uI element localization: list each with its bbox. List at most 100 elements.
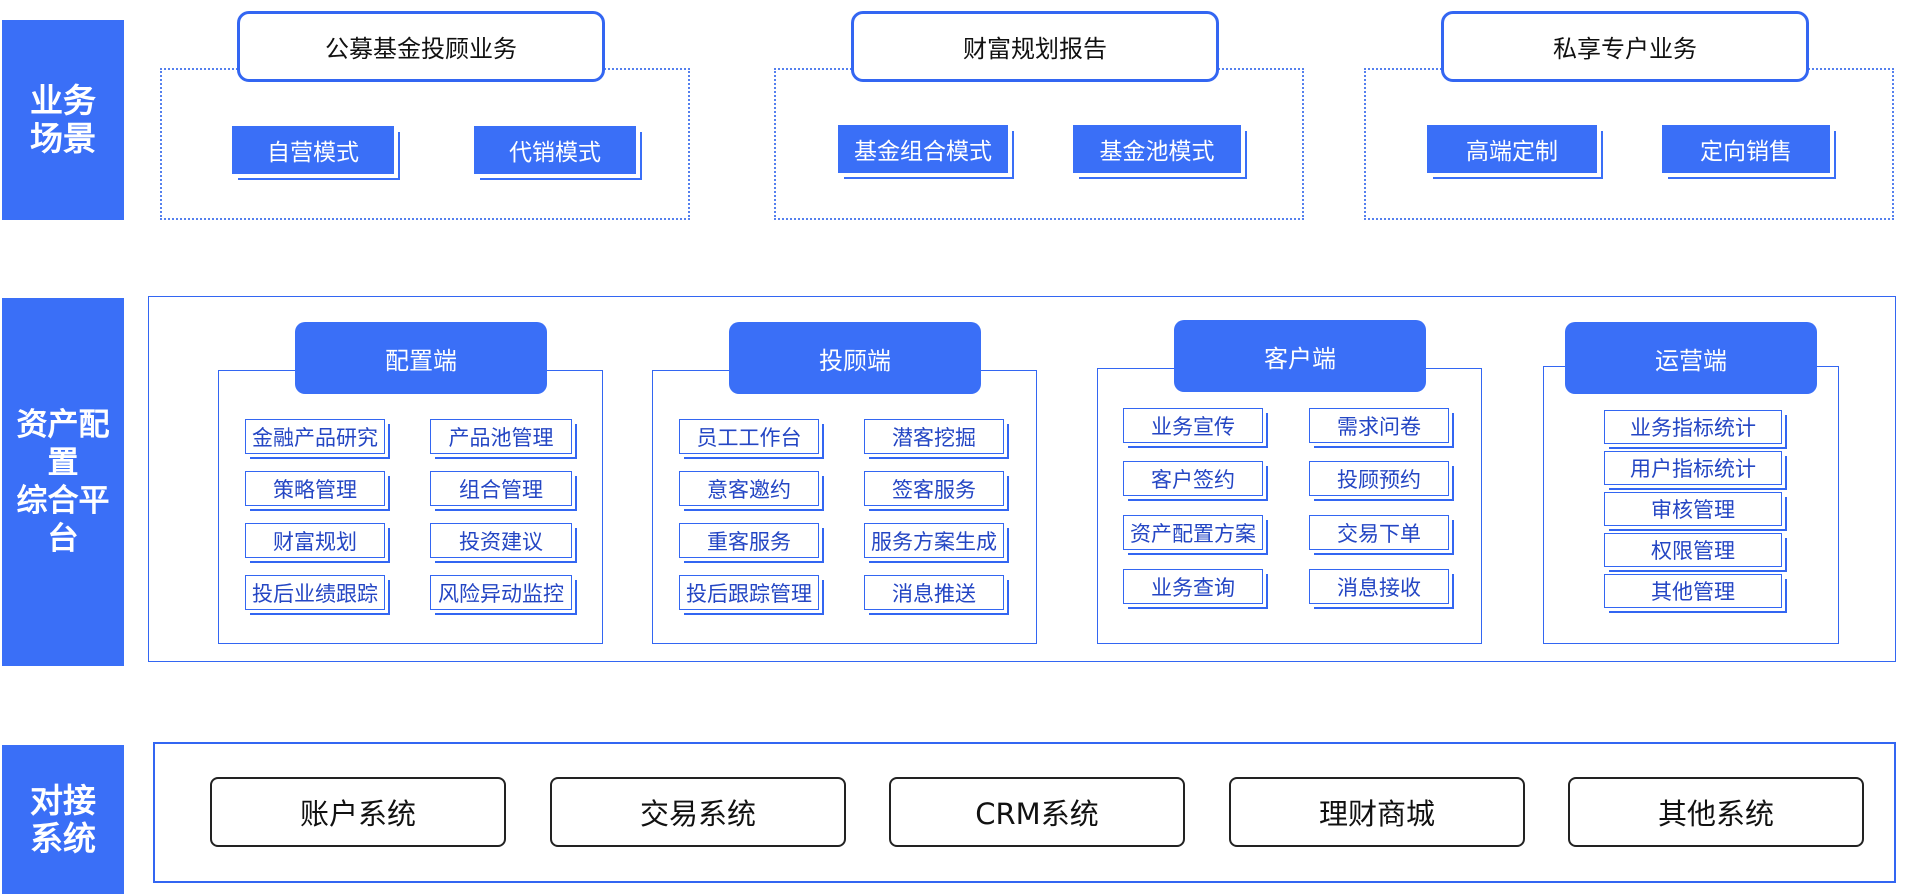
function-item: 权限管理 [1604,533,1782,567]
function-item: 意客邀约 [679,471,819,506]
function-item: 潜客挖掘 [864,419,1004,454]
function-label: 用户指标统计 [1630,457,1756,481]
terminal-name: 客户端 [1264,344,1336,373]
mode-box: 代销模式 [474,126,636,174]
terminal-name: 投顾端 [819,346,891,375]
scene-title-text: 私享专户业务 [1553,35,1697,63]
system-label: 其他系统 [1657,797,1774,831]
function-label: 资产配置方案 [1130,521,1256,546]
function-label: 投后跟踪管理 [686,581,812,606]
function-item: 需求问卷 [1309,408,1449,443]
function-item: 交易下单 [1309,515,1449,550]
function-label: 服务方案生成 [871,529,997,554]
function-label: 组合管理 [459,477,543,502]
function-label: 消息推送 [892,581,976,606]
function-item: 投后跟踪管理 [679,575,819,610]
terminal-header: 运营端 [1565,322,1817,394]
function-label: 产品池管理 [448,425,554,450]
function-item: 投资建议 [430,523,572,558]
mode-label: 代销模式 [509,140,601,166]
function-item: 用户指标统计 [1604,451,1782,485]
terminal-name: 运营端 [1655,346,1727,375]
function-label: 重客服务 [707,529,791,554]
function-label: 业务指标统计 [1630,416,1756,440]
function-label: 潜客挖掘 [892,425,976,450]
mode-box: 定向销售 [1662,125,1830,173]
function-item: 重客服务 [679,523,819,558]
scene-title: 公募基金投顾业务 [237,11,605,82]
function-item: 签客服务 [864,471,1004,506]
row-label-business-scenes-text: 业务 场景 [30,81,96,158]
systems-panel [153,742,1896,883]
function-label: 投资建议 [459,529,543,554]
terminal-header: 配置端 [295,322,547,394]
function-label: 签客服务 [892,477,976,502]
function-item: 风险异动监控 [430,575,572,610]
system-box: 账户系统 [210,777,506,847]
function-label: 消息接收 [1337,575,1421,600]
function-item: 组合管理 [430,471,572,506]
function-item: 金融产品研究 [245,419,385,454]
function-item: 财富规划 [245,523,385,558]
system-box: 交易系统 [550,777,846,847]
function-label: 业务宣传 [1151,414,1235,439]
row-label-business-scenes: 业务 场景 [2,20,124,220]
function-label: 客户签约 [1151,467,1235,492]
function-item: 其他管理 [1604,574,1782,608]
function-label: 金融产品研究 [252,425,378,450]
mode-label: 高端定制 [1466,139,1558,165]
terminal-name: 配置端 [385,346,457,375]
function-label: 员工工作台 [696,425,802,450]
function-item: 业务查询 [1123,569,1263,604]
system-box: 理财商城 [1229,777,1525,847]
function-item: 业务宣传 [1123,408,1263,443]
function-label: 审核管理 [1651,498,1735,522]
mode-box: 基金组合模式 [838,125,1008,173]
system-label: 账户系统 [299,797,416,831]
mode-label: 基金组合模式 [854,139,992,165]
row-label-asset-platform: 资产配置 综合平台 [2,298,124,666]
system-label: 交易系统 [639,797,756,831]
function-item: 审核管理 [1604,492,1782,526]
function-item: 员工工作台 [679,419,819,454]
mode-label: 定向销售 [1700,139,1792,165]
function-item: 业务指标统计 [1604,410,1782,444]
function-item: 策略管理 [245,471,385,506]
mode-box: 自营模式 [232,126,394,174]
row-label-connected-systems: 对接 系统 [2,745,124,894]
function-label: 其他管理 [1651,580,1735,604]
function-item: 投后业绩跟踪 [245,575,385,610]
mode-box: 基金池模式 [1073,125,1241,173]
function-label: 交易下单 [1337,521,1421,546]
function-item: 消息推送 [864,575,1004,610]
terminal-header: 投顾端 [729,322,981,394]
row-label-asset-platform-text: 资产配置 综合平台 [16,407,110,557]
function-item: 客户签约 [1123,461,1263,496]
system-label: 理财商城 [1318,797,1435,831]
row-label-connected-systems-text: 对接 系统 [30,780,96,858]
function-label: 风险异动监控 [438,581,564,606]
function-label: 投顾预约 [1337,467,1421,492]
function-item: 投顾预约 [1309,461,1449,496]
system-label: CRM系统 [975,797,1099,831]
system-box: CRM系统 [889,777,1185,847]
function-item: 资产配置方案 [1123,515,1263,550]
function-label: 权限管理 [1651,539,1735,563]
system-box: 其他系统 [1568,777,1864,847]
function-label: 需求问卷 [1337,414,1421,439]
mode-label: 自营模式 [267,140,359,166]
function-label: 业务查询 [1151,575,1235,600]
scene-title: 财富规划报告 [851,11,1219,82]
function-label: 策略管理 [273,477,357,502]
mode-box: 高端定制 [1427,125,1597,173]
scene-title-text: 财富规划报告 [963,35,1107,63]
function-label: 财富规划 [273,529,357,554]
scene-title: 私享专户业务 [1441,11,1809,82]
function-item: 服务方案生成 [864,523,1004,558]
scene-title-text: 公募基金投顾业务 [325,35,517,63]
function-item: 产品池管理 [430,419,572,454]
platform-panel [148,296,1896,662]
function-item: 消息接收 [1309,569,1449,604]
terminal-header: 客户端 [1174,320,1426,392]
function-label: 投后业绩跟踪 [252,581,378,606]
